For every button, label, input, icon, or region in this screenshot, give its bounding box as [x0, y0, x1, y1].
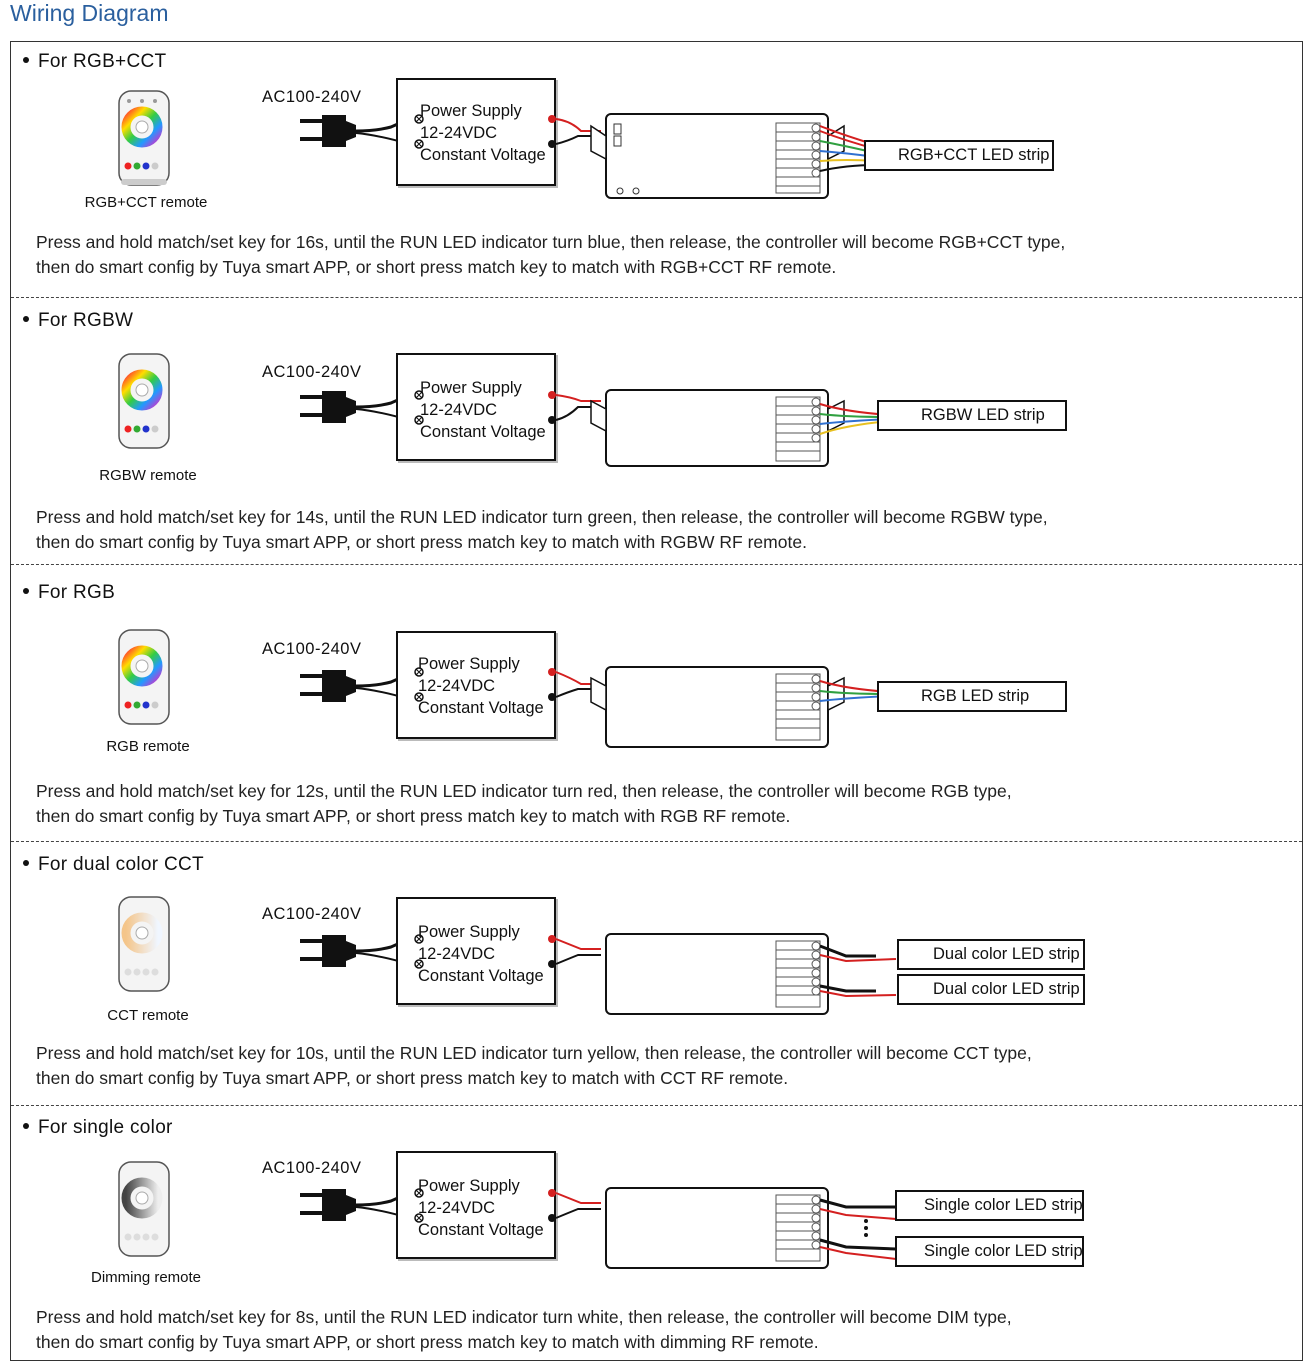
section-heading: For RGB+CCT	[23, 51, 166, 73]
led-strip-box: Dual color LED strip	[897, 939, 1085, 970]
led-strip-box: RGB LED strip	[877, 681, 1067, 712]
controller-wiring	[414, 666, 891, 748]
power-supply-box: Power Supply 12-24VDC Constant Voltage	[396, 631, 556, 739]
power-supply-box: Power Supply 12-24VDC Constant Voltage	[396, 1151, 556, 1259]
section-description: Press and hold match/set key for 8s, unt…	[36, 1307, 1012, 1352]
ac-plug-icon	[300, 115, 410, 147]
section-rgb: For RGB RGB remote AC100-240V Power Supp…	[11, 564, 1302, 841]
ac-input-label: AC100-240V	[262, 363, 362, 381]
diagram-frame	[10, 41, 1303, 1361]
ac-input-label: AC100-240V	[262, 88, 362, 106]
remote-rgbcct-icon	[118, 90, 170, 186]
section-description: Press and hold match/set key for 16s, un…	[36, 232, 1066, 277]
remote-label: RGB remote	[106, 738, 190, 755]
remote-label: CCT remote	[107, 1007, 189, 1024]
section-heading: For RGB	[23, 582, 115, 604]
led-strip-box: Single color LED strip	[895, 1190, 1084, 1221]
controller-wiring	[414, 113, 877, 199]
remote-label: RGBW remote	[99, 467, 197, 484]
remote-dimming-icon	[118, 1161, 170, 1257]
ac-plug-icon	[300, 1189, 410, 1221]
section-description: Press and hold match/set key for 10s, un…	[36, 1043, 1032, 1088]
section-heading: For single color	[23, 1117, 173, 1139]
ac-input-label: AC100-240V	[262, 640, 362, 658]
remote-rgbw-icon	[118, 353, 170, 449]
section-description: Press and hold match/set key for 14s, un…	[36, 507, 1048, 552]
section-divider	[11, 1105, 1302, 1106]
remote-label: Dimming remote	[90, 1269, 202, 1286]
remote-rgb-icon	[118, 629, 170, 725]
section-rgbcct: For RGB+CCT RGB+CCT remote AC100-240V Po…	[11, 41, 1302, 297]
section-divider	[11, 564, 1302, 565]
section-single-color: For single color Dimming remote AC100-24…	[11, 1105, 1302, 1361]
led-strip-box: Dual color LED strip	[897, 974, 1085, 1005]
ac-input-label: AC100-240V	[262, 905, 362, 923]
section-heading: For dual color CCT	[23, 854, 204, 876]
power-supply-box: Power Supply 12-24VDC Constant Voltage	[396, 897, 556, 1005]
power-supply-box: Power Supply 12-24VDC Constant Voltage	[396, 353, 556, 461]
ac-plug-icon	[300, 935, 410, 967]
section-divider	[11, 841, 1302, 842]
remote-label: RGB+CCT remote	[84, 194, 208, 211]
page-title: Wiring Diagram	[10, 0, 169, 26]
section-heading: For RGBW	[23, 310, 133, 332]
power-supply-box: Power Supply 12-24VDC Constant Voltage	[396, 78, 556, 186]
controller-wiring	[414, 389, 891, 467]
section-description: Press and hold match/set key for 12s, un…	[36, 781, 1012, 826]
section-cct: For dual color CCT CCT remote AC100-240V…	[11, 841, 1302, 1105]
section-divider	[11, 297, 1302, 298]
led-strip-box: RGB+CCT LED strip	[864, 140, 1054, 171]
section-rgbw: For RGBW RGBW remote AC100-240V Power Su…	[11, 297, 1302, 564]
led-strip-box: RGBW LED strip	[877, 400, 1067, 431]
ac-plug-icon	[300, 670, 410, 702]
controller-wiring	[414, 933, 897, 1015]
ac-plug-icon	[300, 391, 410, 423]
controller-wiring	[414, 1187, 897, 1269]
ac-input-label: AC100-240V	[262, 1159, 362, 1177]
led-strip-box: Single color LED strip	[895, 1236, 1084, 1267]
remote-cct-icon	[118, 896, 170, 992]
